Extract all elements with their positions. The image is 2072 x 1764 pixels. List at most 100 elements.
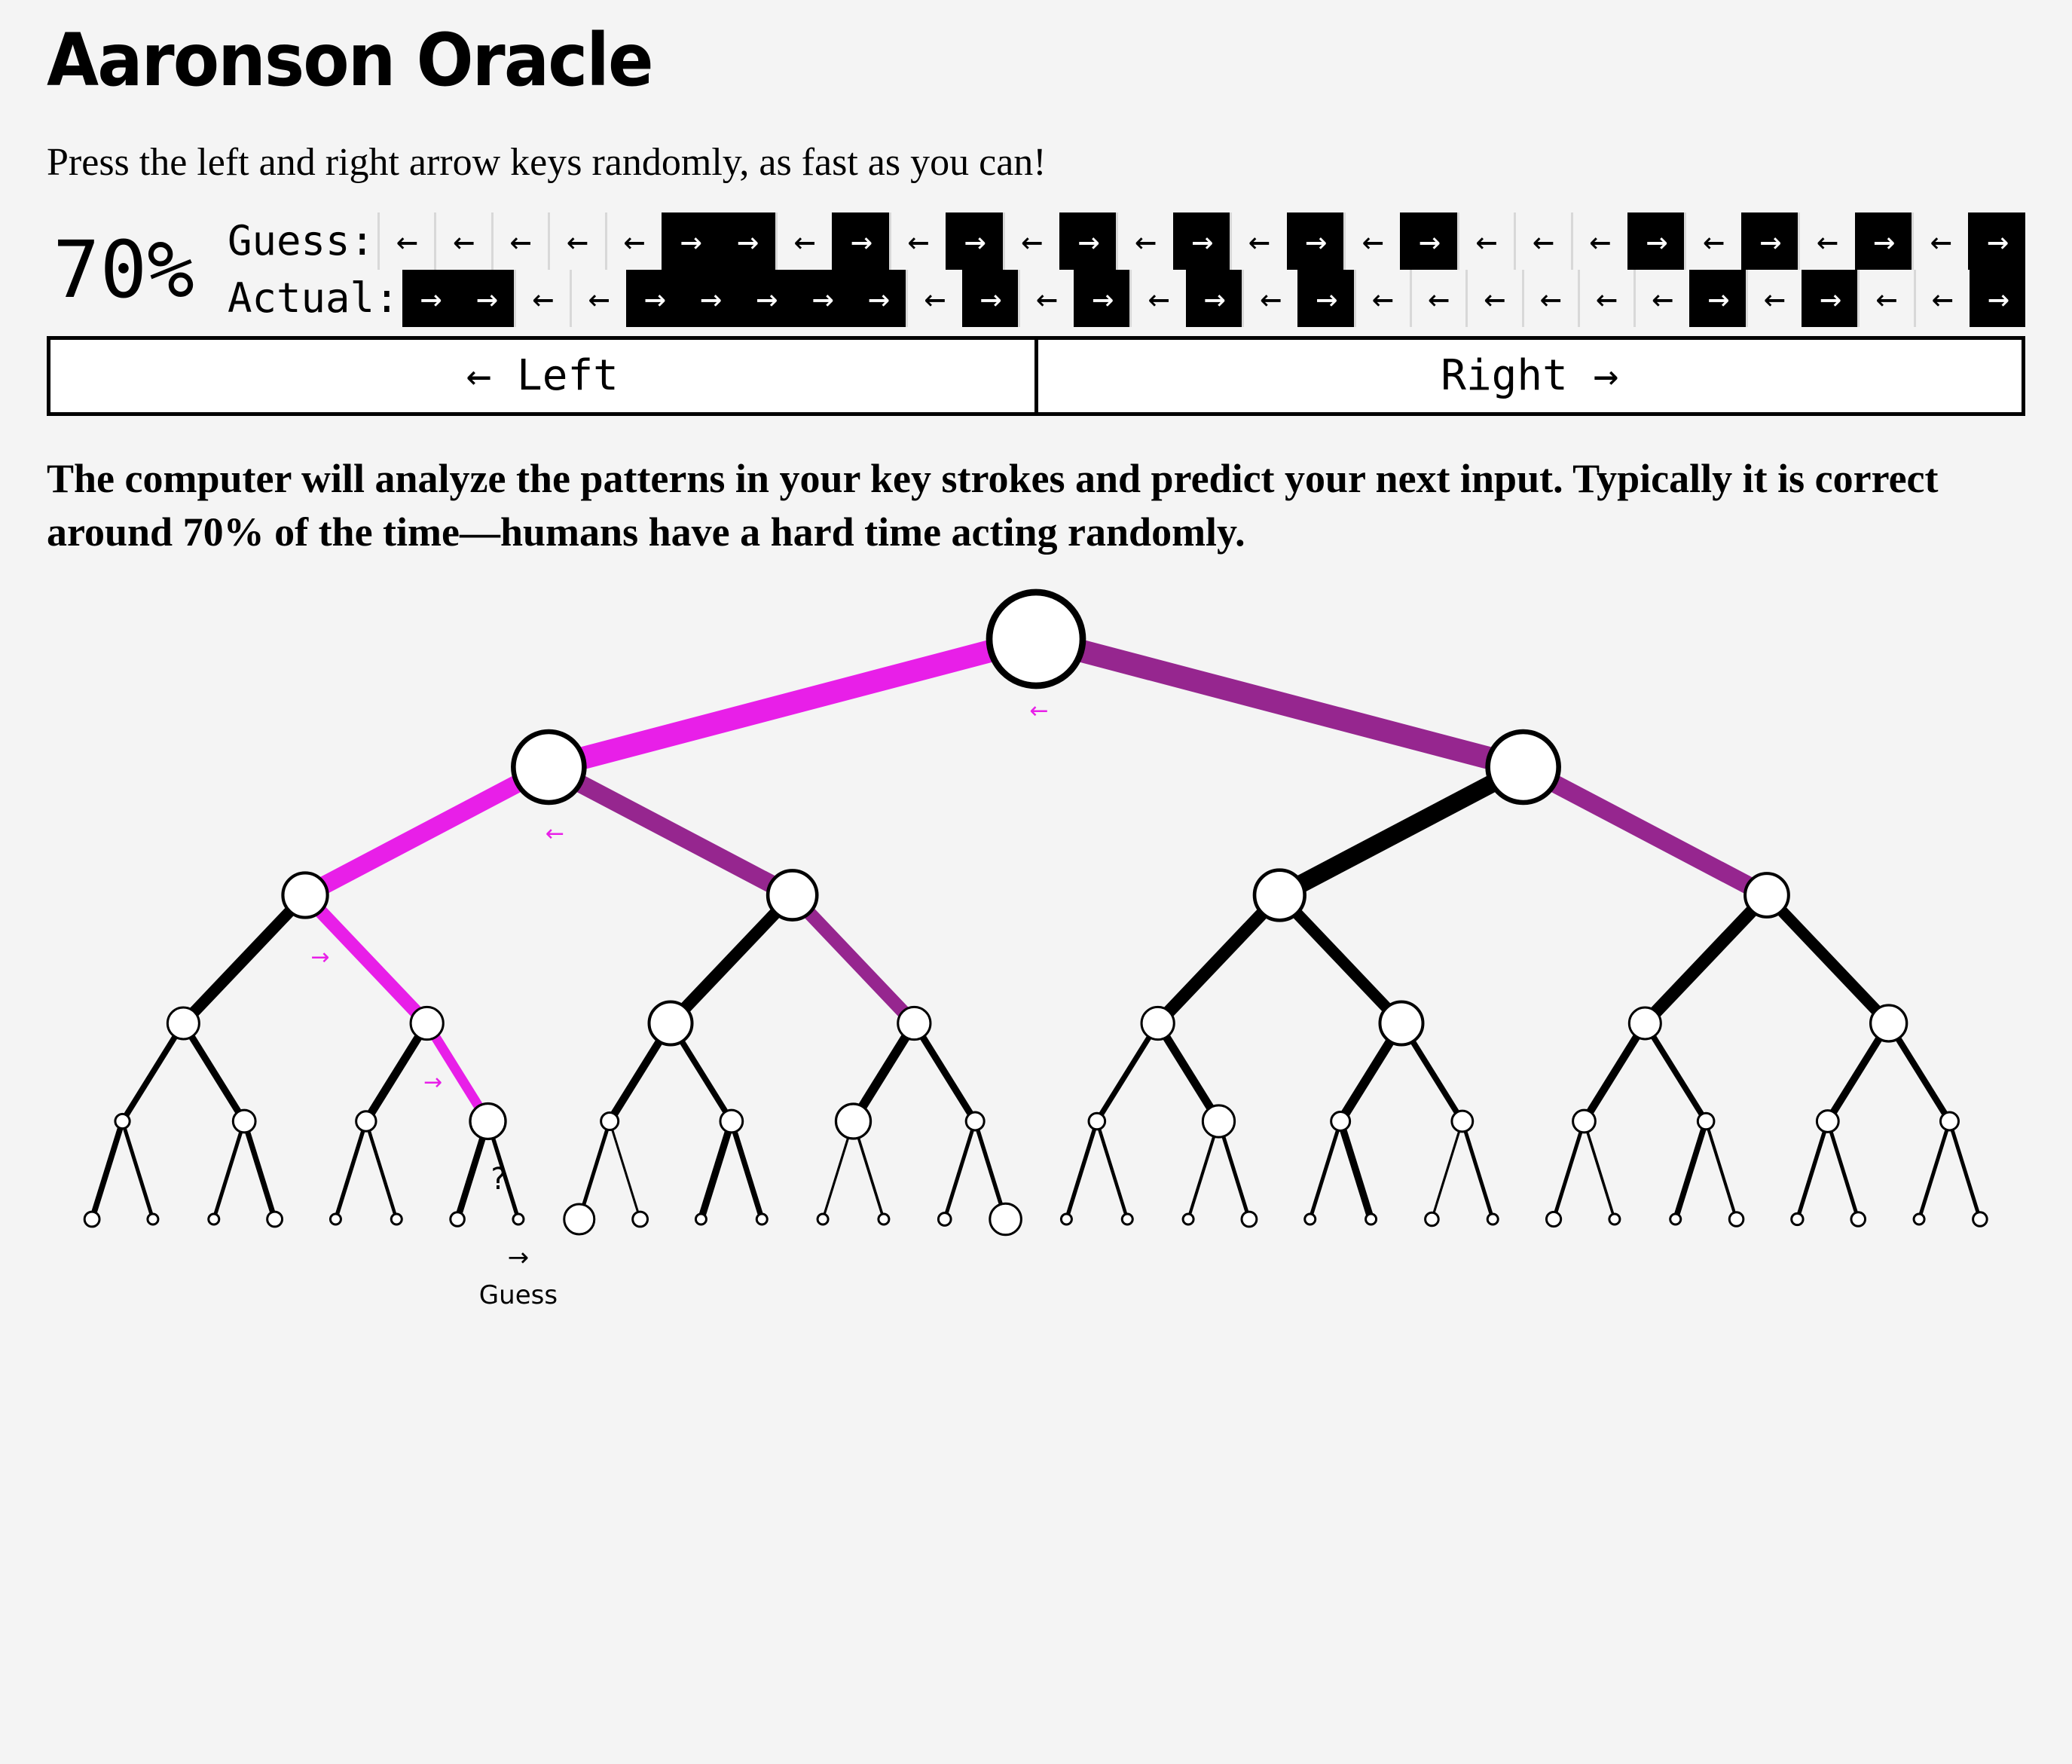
tree-node <box>816 1212 830 1226</box>
actual-cell: → <box>738 269 794 327</box>
tree-edge <box>911 1021 979 1124</box>
guess-cell: → <box>1172 212 1230 270</box>
tree-edge <box>1275 891 1406 1028</box>
description-text: The computer will analyze the patterns i… <box>47 455 1939 555</box>
tree-node <box>631 1210 649 1228</box>
tree-svg: ←←→→?→Guess <box>83 589 1988 1310</box>
tree-edge <box>1948 1120 1982 1221</box>
tree-edge <box>179 891 310 1028</box>
guess-cell: ← <box>1116 212 1172 270</box>
tree-node <box>647 1000 694 1047</box>
tree-node <box>964 1111 986 1132</box>
tree-edge <box>1582 1120 1616 1220</box>
guess-cell: → <box>1968 212 2025 270</box>
guess-row: Guess: ←←←←←→→←→←→←→←→←→←→←←←→←→←→←→ <box>228 212 2025 270</box>
actual-cell: → <box>682 269 738 327</box>
guess-cell: → <box>832 212 889 270</box>
guess-cell: → <box>1627 212 1685 270</box>
tree-node <box>355 1110 377 1133</box>
tree-node <box>1912 1212 1926 1226</box>
actual-cell: ← <box>1745 269 1802 327</box>
guess-cell: ← <box>1002 212 1059 270</box>
tree-node <box>989 1203 1022 1237</box>
tree-edge <box>1153 891 1285 1029</box>
actual-cell: → <box>1689 269 1746 327</box>
tree-edges <box>89 628 1982 1221</box>
tree-edge <box>1095 1120 1129 1220</box>
tree-node <box>281 871 329 920</box>
actual-cell: → <box>1074 269 1130 327</box>
sequence-rows: Guess: ←←←←←→→←→←→←→←→←→←→←←←→←→←→←→ Act… <box>228 212 2025 327</box>
guess-cell: ← <box>1456 212 1514 270</box>
actual-cell: → <box>793 269 850 327</box>
tree-nodes <box>83 589 1988 1237</box>
tree-node <box>511 729 587 806</box>
tree-edge <box>1581 1021 1649 1124</box>
actual-cell: → <box>457 269 515 327</box>
tree-edge <box>1430 1120 1464 1220</box>
guess-cell: ← <box>1684 212 1740 270</box>
actual-cell: → <box>1297 269 1354 327</box>
tree-node <box>1728 1211 1745 1228</box>
tree-edge <box>608 1120 642 1220</box>
actual-cell: ← <box>1409 269 1465 327</box>
tree-node <box>1303 1212 1317 1226</box>
actual-cell: ← <box>906 269 961 327</box>
guess-cell: ← <box>888 212 946 270</box>
guess-cell: → <box>1854 212 1912 270</box>
actual-cell: → <box>961 269 1018 327</box>
guess-cell: → <box>1740 212 1798 270</box>
tree-node <box>1059 1212 1073 1226</box>
instructions-text: Press the left and right arrow keys rand… <box>47 140 1047 184</box>
tree-node <box>1378 1000 1425 1047</box>
guess-cell: → <box>946 212 1003 270</box>
guess-cell: ← <box>434 212 490 270</box>
tree-edge <box>1704 1120 1738 1220</box>
actual-row: Actual: →→←←→→→→→←→←→←→←→←←←←←←→←→←←→ <box>228 269 2025 327</box>
tree-node <box>1545 1211 1563 1228</box>
tree-node <box>719 1108 744 1134</box>
left-key-button[interactable]: ← Left <box>50 339 1034 412</box>
tree-edge <box>1762 891 1893 1028</box>
tree-edge <box>1154 1021 1223 1124</box>
actual-cell: ← <box>570 269 625 327</box>
tree-edge-label: ← <box>546 821 564 847</box>
tree-node <box>755 1212 769 1226</box>
actual-cell-track: →→←←→→→→→←→←→←→←→←←←←←←→←→←←→ <box>402 269 2025 327</box>
guess-cell: → <box>1059 212 1117 270</box>
tree-edge <box>423 1020 493 1124</box>
tree-node <box>1486 1212 1499 1226</box>
tree-node <box>1201 1104 1236 1139</box>
tree-node <box>390 1212 403 1226</box>
tree-edge <box>1917 1120 1951 1221</box>
tree-node <box>146 1212 160 1226</box>
prediction-tree: ←←→→?→Guess <box>47 579 2025 1393</box>
tree-node <box>166 1006 200 1041</box>
guess-cell: ← <box>1570 212 1627 270</box>
tree-node <box>897 1006 932 1041</box>
guess-cell: ← <box>604 212 662 270</box>
tree-node <box>1450 1109 1475 1133</box>
tree-node <box>1087 1112 1107 1131</box>
tree-edge <box>180 1021 248 1124</box>
right-key-button[interactable]: Right → <box>1034 339 2022 412</box>
tree-labels: ←←→→?→Guess <box>310 698 1048 1310</box>
guess-cell: ← <box>548 212 604 270</box>
tree-node <box>1869 1004 1909 1044</box>
tree-edge-label: Guess <box>479 1280 558 1310</box>
stats-strip: 70% Guess: ←←←←←→→←→←→←→←→←→←→←←←→←→←→←→… <box>47 212 2025 327</box>
guess-cell-track: ←←←←←→→←→←→←→←→←→←→←←←→←→←→←→ <box>377 212 2025 270</box>
actual-cell: ← <box>1913 269 1970 327</box>
tree-edge <box>1275 759 1528 903</box>
guess-cell: ← <box>1343 212 1400 270</box>
tree-edge <box>1064 1120 1099 1221</box>
tree-edge <box>787 891 919 1029</box>
key-buttons: ← Left Right → <box>47 335 2025 416</box>
tree-node <box>1365 1212 1378 1226</box>
tree-edge <box>89 1120 126 1221</box>
actual-cell: ← <box>514 269 570 327</box>
tree-node <box>766 869 819 922</box>
guess-cell: → <box>1286 212 1343 270</box>
tree-edge <box>1551 1120 1586 1221</box>
actual-cell: → <box>1185 269 1242 327</box>
